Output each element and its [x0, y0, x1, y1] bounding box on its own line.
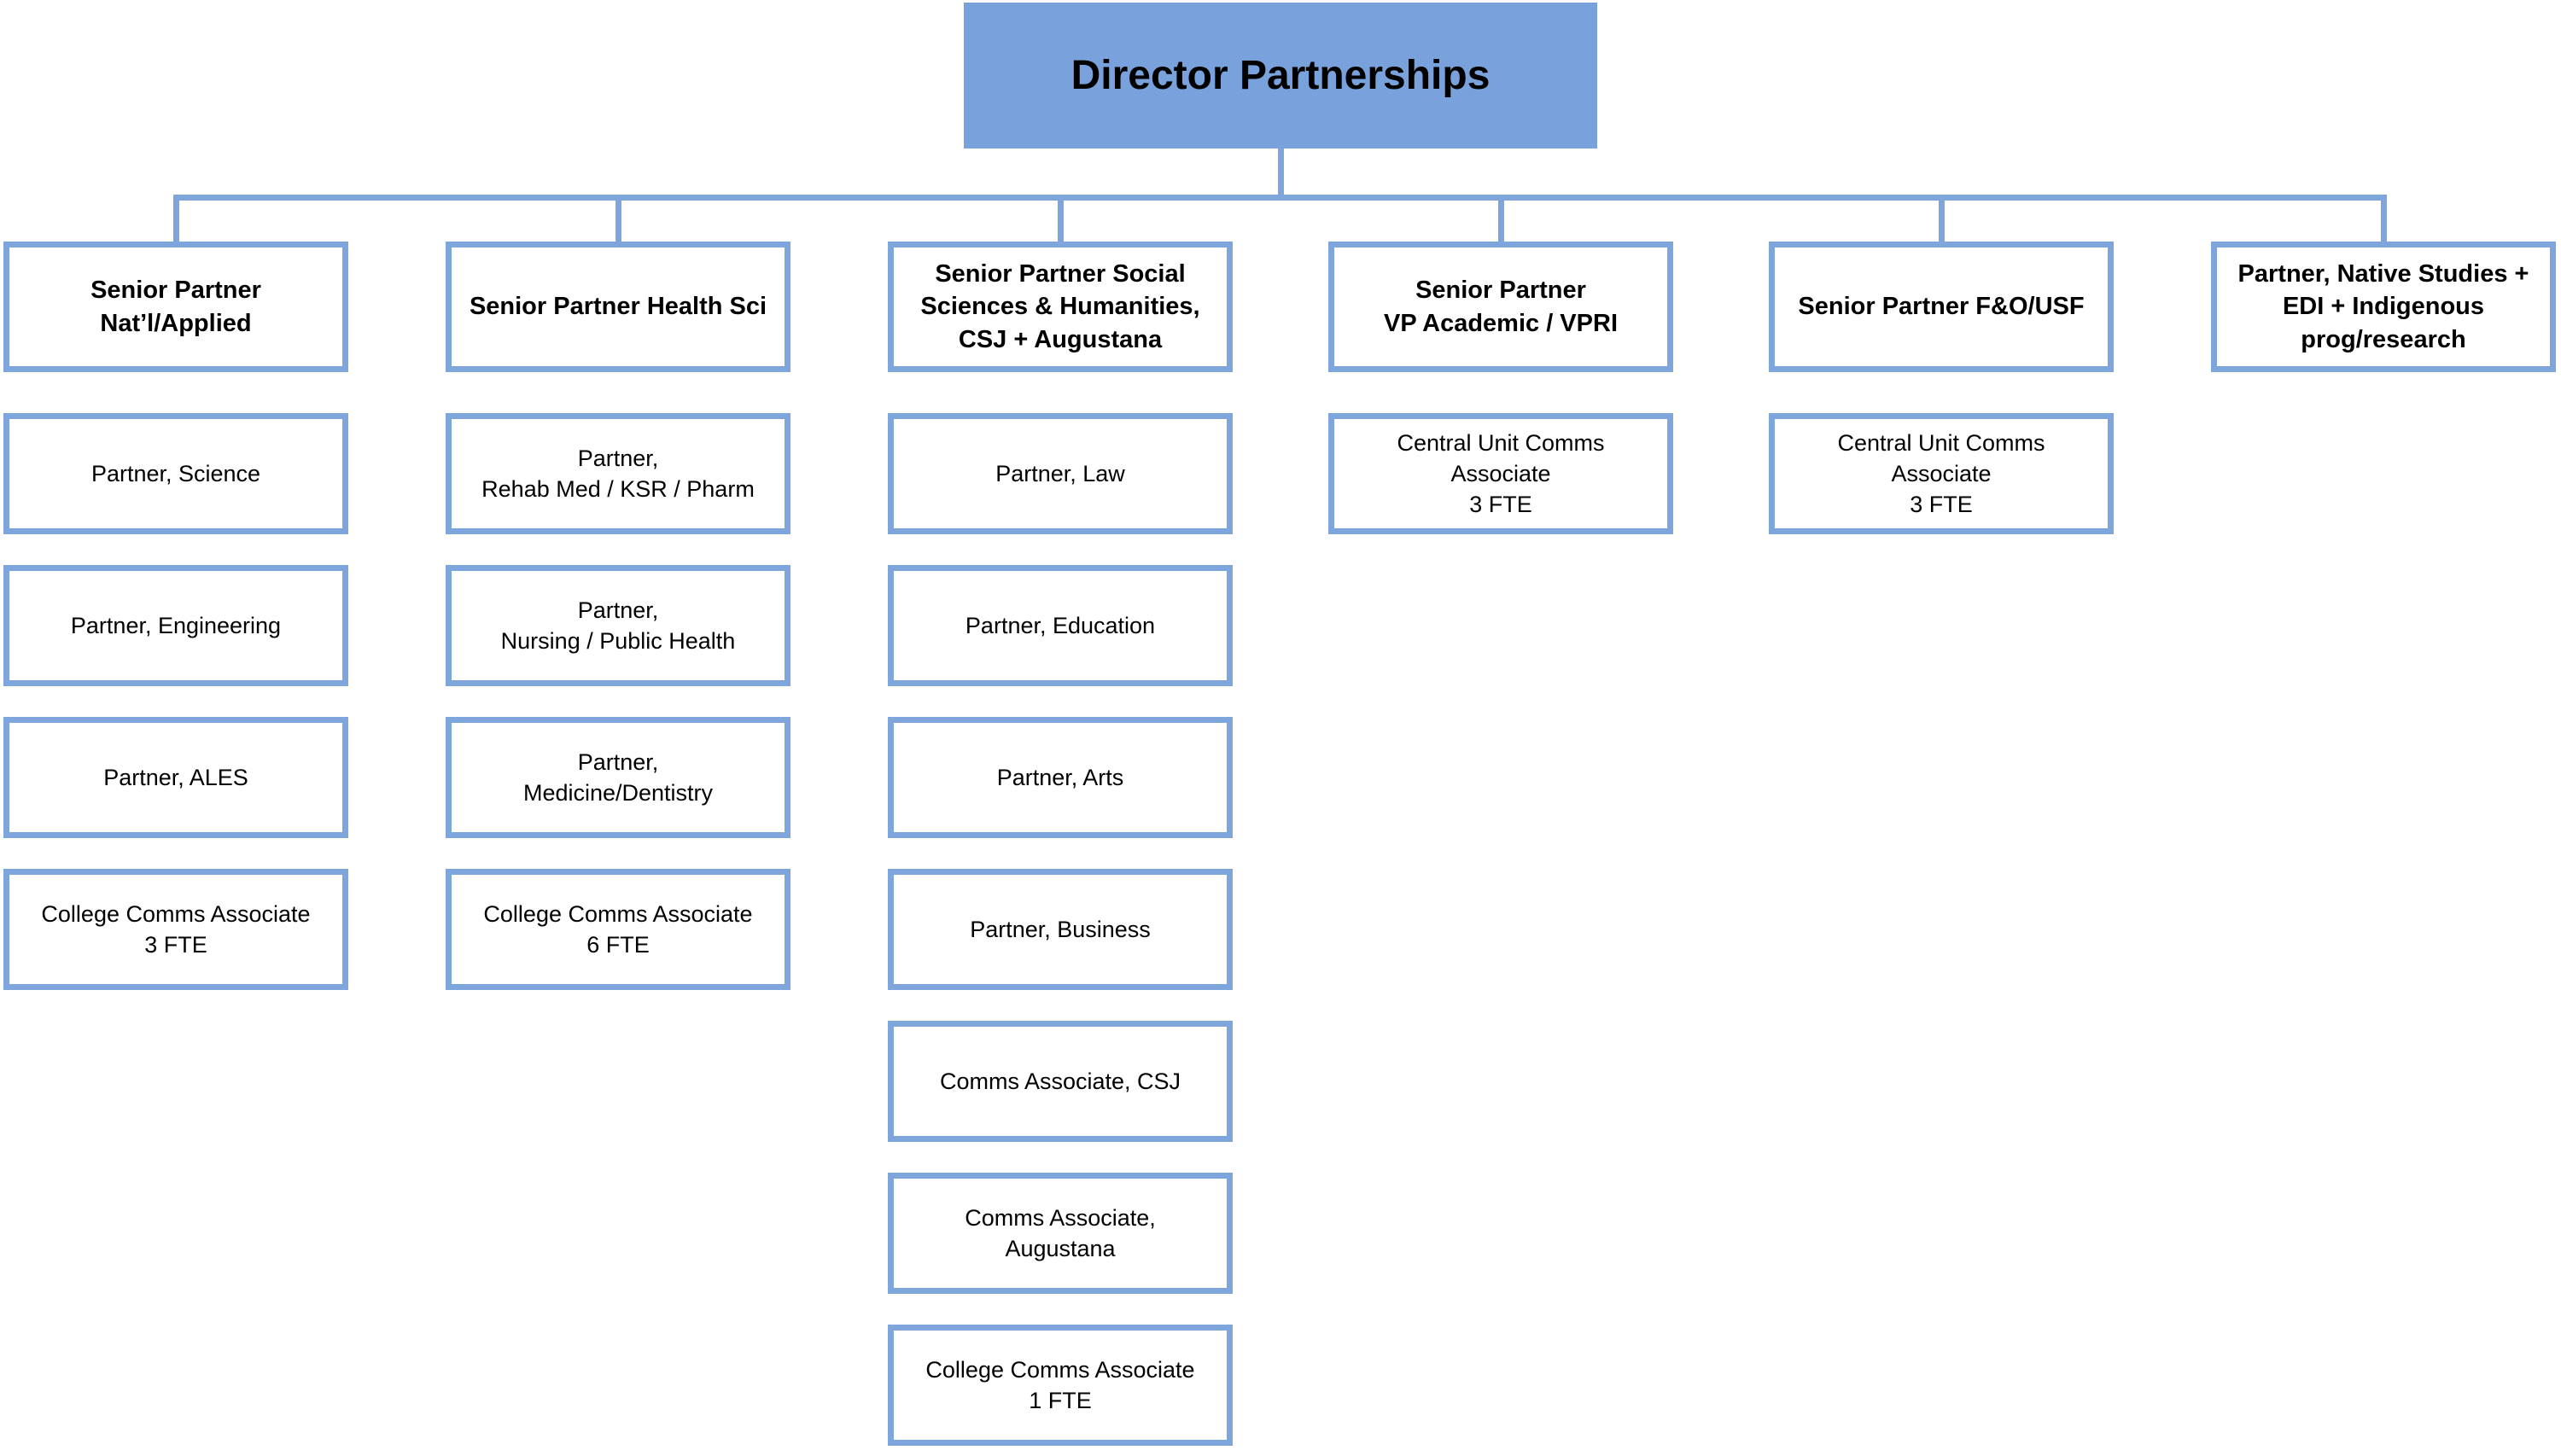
- org-node-child: Partner, Engineering: [3, 565, 348, 686]
- org-node-header: Senior Partner Nat’l/Applied: [3, 242, 348, 372]
- connector-director-stub: [1278, 149, 1284, 201]
- org-node-header: Senior Partner VP Academic / VPRI: [1328, 242, 1673, 372]
- org-node-child: Partner, Education: [888, 565, 1233, 686]
- org-node-child: Partner, Science: [3, 413, 348, 534]
- connector-drop: [1939, 195, 1945, 242]
- connector-drop: [615, 195, 621, 242]
- connector-drop: [1058, 195, 1064, 242]
- org-node-child: Partner, Medicine/Dentistry: [446, 717, 790, 838]
- org-node-child: Partner, Nursing / Public Health: [446, 565, 790, 686]
- org-node-header: Senior Partner F&O/USF: [1769, 242, 2114, 372]
- org-node-child: Partner, Arts: [888, 717, 1233, 838]
- org-node-header: Partner, Native Studies + EDI + Indigeno…: [2211, 242, 2556, 372]
- connector-drop: [2381, 195, 2387, 242]
- org-node-header: Senior Partner Social Sciences & Humanit…: [888, 242, 1233, 372]
- org-node-child: Partner, Business: [888, 869, 1233, 990]
- connector-horizontal-line: [173, 195, 2387, 201]
- org-node-director: Director Partnerships: [964, 3, 1597, 149]
- org-node-child: College Comms Associate 6 FTE: [446, 869, 790, 990]
- org-node-child: Comms Associate, Augustana: [888, 1173, 1233, 1294]
- org-node-header: Senior Partner Health Sci: [446, 242, 790, 372]
- org-node-child: College Comms Associate 1 FTE: [888, 1325, 1233, 1446]
- org-node-child: Comms Associate, CSJ: [888, 1021, 1233, 1142]
- connector-drop: [1498, 195, 1504, 242]
- org-node-child: Partner, Rehab Med / KSR / Pharm: [446, 413, 790, 534]
- org-node-child: Partner, ALES: [3, 717, 348, 838]
- org-node-child: College Comms Associate 3 FTE: [3, 869, 348, 990]
- org-node-child: Central Unit Comms Associate 3 FTE: [1769, 413, 2114, 534]
- org-node-child: Partner, Law: [888, 413, 1233, 534]
- org-node-child: Central Unit Comms Associate 3 FTE: [1328, 413, 1673, 534]
- connector-drop: [173, 195, 179, 242]
